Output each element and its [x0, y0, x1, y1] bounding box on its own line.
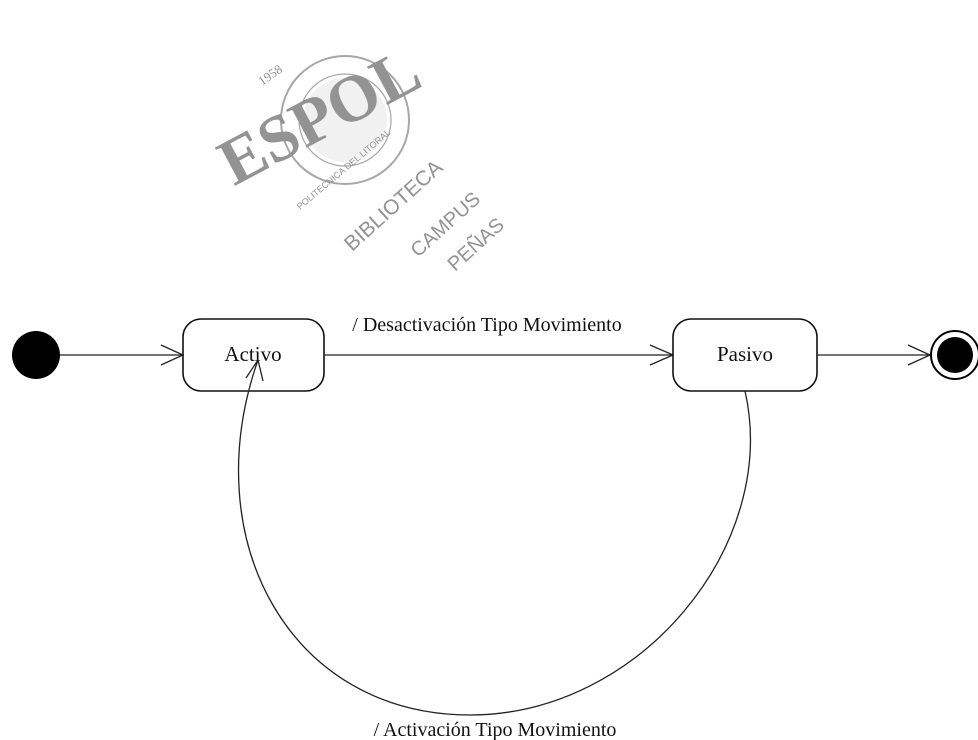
- state-activo-label: Activo: [224, 342, 281, 366]
- stamp-espol-text: ESPOL: [207, 34, 432, 200]
- initial-state: [12, 331, 60, 379]
- state-pasivo-label: Pasivo: [717, 342, 773, 366]
- pasivo-to-activo-arc: [237, 359, 751, 716]
- pasivo-to-activo-arrowhead: [245, 358, 264, 382]
- activacion-label: / Activación Tipo Movimiento: [374, 719, 617, 740]
- stamp-year: 1958: [255, 61, 285, 88]
- state-pasivo: Pasivo: [672, 318, 818, 392]
- final-state: [930, 330, 978, 380]
- library-stamp: ESPOL 1958 POLITECNICA DEL LITORAL BIBLI…: [207, 34, 509, 276]
- stamp-seal: [280, 55, 410, 185]
- desactivacion-label: / Desactivación Tipo Movimiento: [352, 314, 621, 336]
- state-activo: Activo: [182, 318, 325, 392]
